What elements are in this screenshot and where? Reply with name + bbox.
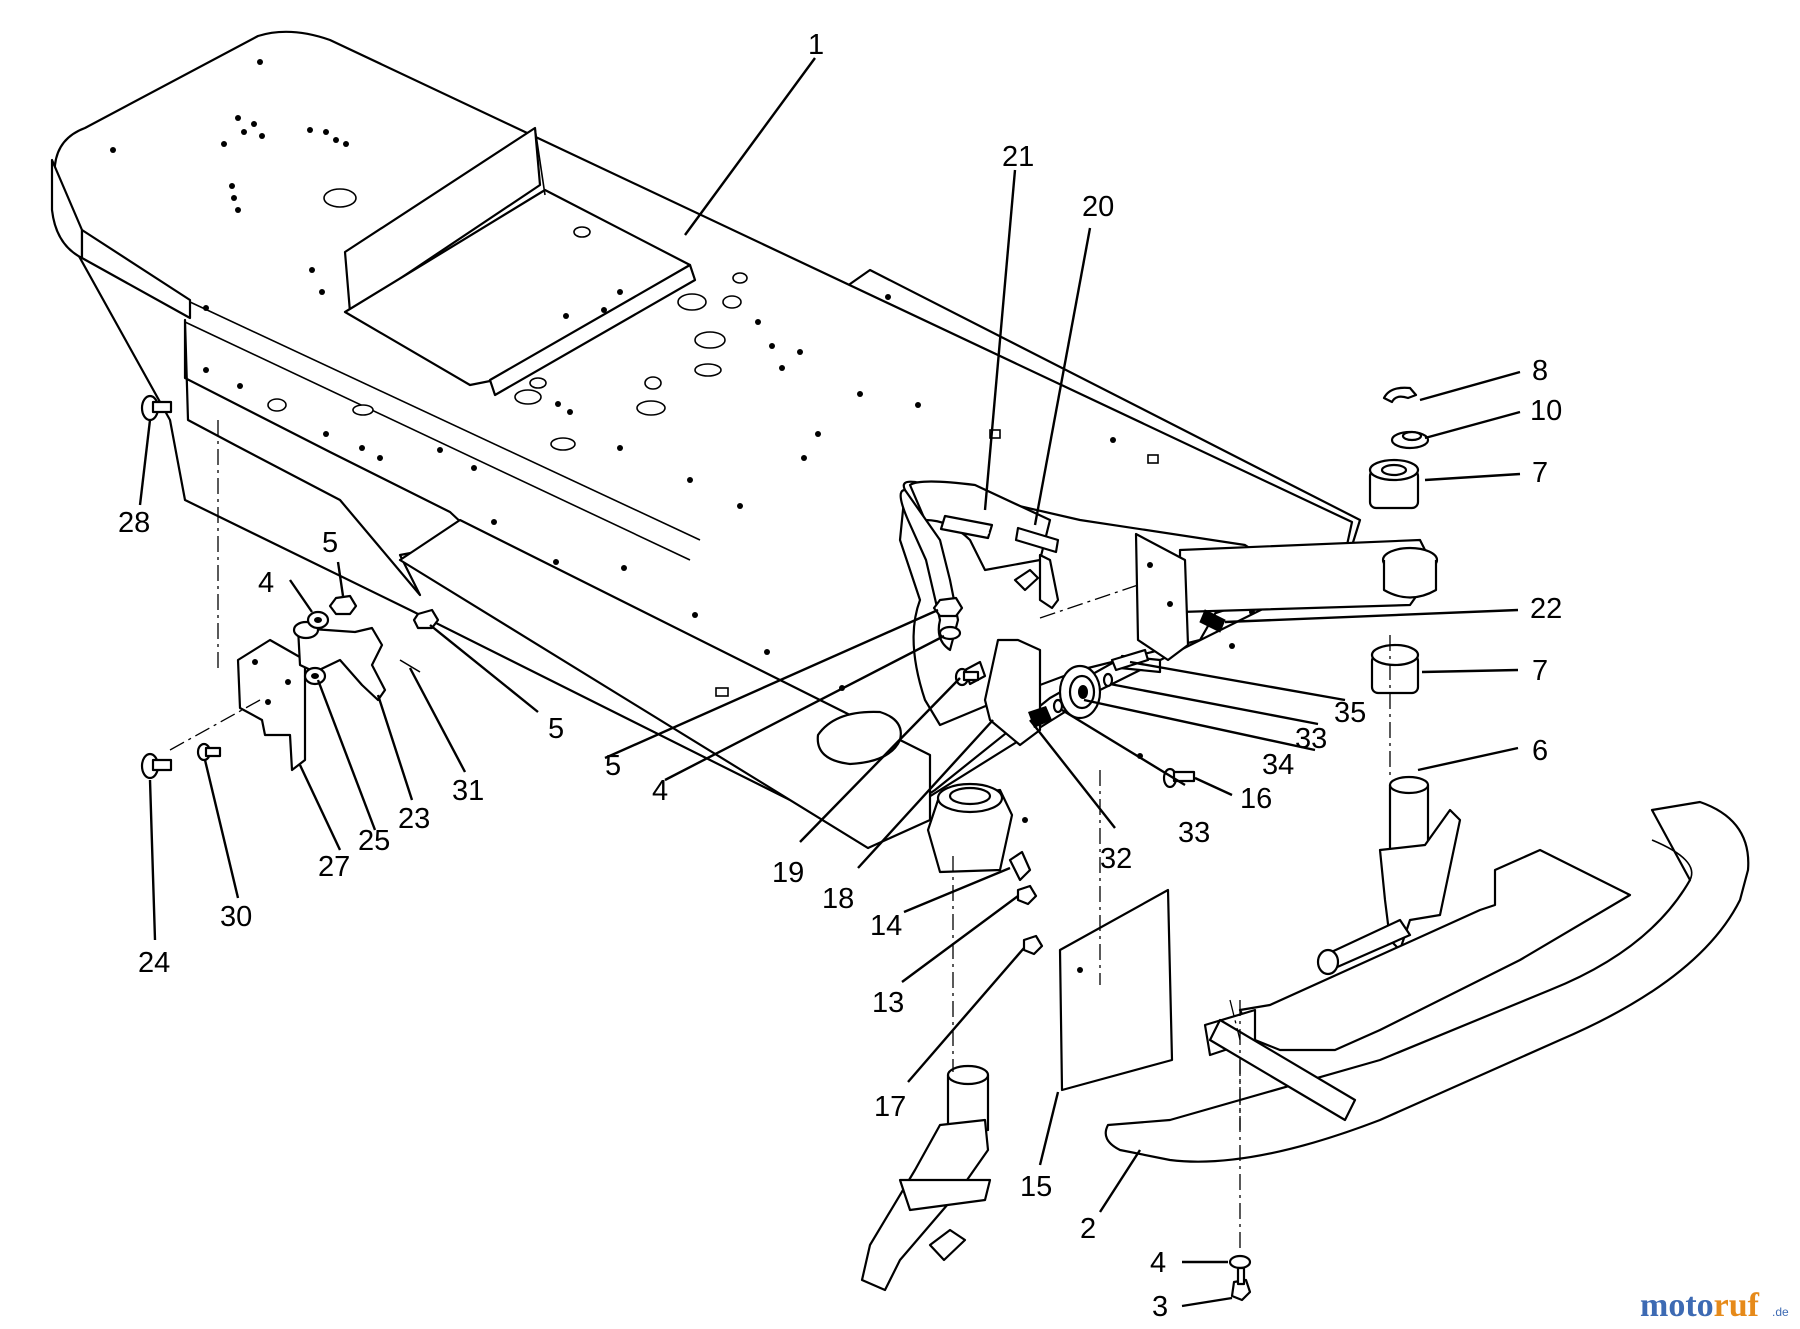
callout-14: 14: [870, 910, 902, 942]
callout-21: 21: [1002, 141, 1034, 173]
pin-20: [1013, 526, 1060, 610]
bumper-2: [1104, 800, 1750, 1163]
alignment-lines: [169, 420, 1391, 1250]
callout-2: 2: [1080, 1213, 1096, 1245]
callout-31: 31: [452, 775, 484, 807]
callout-20: 20: [1082, 191, 1114, 223]
callout-15: 15: [1020, 1171, 1052, 1203]
callout-30: 30: [220, 901, 252, 933]
bearing-34: [1058, 664, 1102, 720]
watermark-brand-a: moto: [1640, 1287, 1714, 1324]
callout-32: 32: [1100, 843, 1132, 875]
callout-10: 10: [1530, 395, 1562, 427]
hardware: [140, 394, 1252, 1302]
callout-33: 33: [1178, 817, 1210, 849]
callout-8: 8: [1532, 355, 1548, 387]
callout-7: 7: [1532, 655, 1548, 687]
callout-18: 18: [822, 883, 854, 915]
callout-34: 34: [1262, 749, 1294, 781]
spring-21: [939, 514, 994, 540]
callout-7: 7: [1532, 457, 1548, 489]
callout-22: 22: [1530, 593, 1562, 625]
callout-5: 5: [322, 527, 338, 559]
callout-5: 5: [548, 713, 564, 745]
watermark: motoruf .de: [1640, 1287, 1789, 1324]
callout-33: 33: [1295, 723, 1327, 755]
watermark-brand-b: ruf: [1714, 1287, 1760, 1324]
callout-labels: 1 21 20 8 10 7 28 22 5 4 7 35 6 33 5 5 3…: [118, 29, 1562, 1323]
pivot-housing-left: [926, 782, 1014, 874]
callout-27: 27: [318, 851, 350, 883]
caster-fork-right: [1316, 386, 1462, 976]
callout-4: 4: [1150, 1247, 1166, 1279]
watermark-suffix: .de: [1772, 1305, 1789, 1319]
callout-24: 24: [138, 947, 170, 979]
callout-17: 17: [874, 1091, 906, 1123]
callout-28: 28: [118, 507, 150, 539]
callout-3: 3: [1152, 1291, 1168, 1323]
caster-fork-left: [860, 1064, 992, 1292]
left-bracket-assembly: [236, 620, 421, 772]
deflector-15: [1058, 888, 1174, 1092]
callout-6: 6: [1532, 735, 1548, 767]
callout-4: 4: [258, 567, 274, 599]
leader-lines: [138, 57, 1521, 1308]
callout-13: 13: [872, 987, 904, 1019]
spring-22: [1199, 609, 1226, 633]
callout-25: 25: [358, 825, 390, 857]
callout-16: 16: [1240, 783, 1272, 815]
callout-23: 23: [398, 803, 430, 835]
callout-35: 35: [1334, 697, 1366, 729]
main-frame: [50, 30, 1362, 855]
callout-5: 5: [605, 750, 621, 782]
callout-4: 4: [652, 775, 668, 807]
svg-text:motoruf: motoruf: [1640, 1287, 1760, 1324]
callout-1: 1: [808, 29, 824, 61]
callout-19: 19: [772, 857, 804, 889]
